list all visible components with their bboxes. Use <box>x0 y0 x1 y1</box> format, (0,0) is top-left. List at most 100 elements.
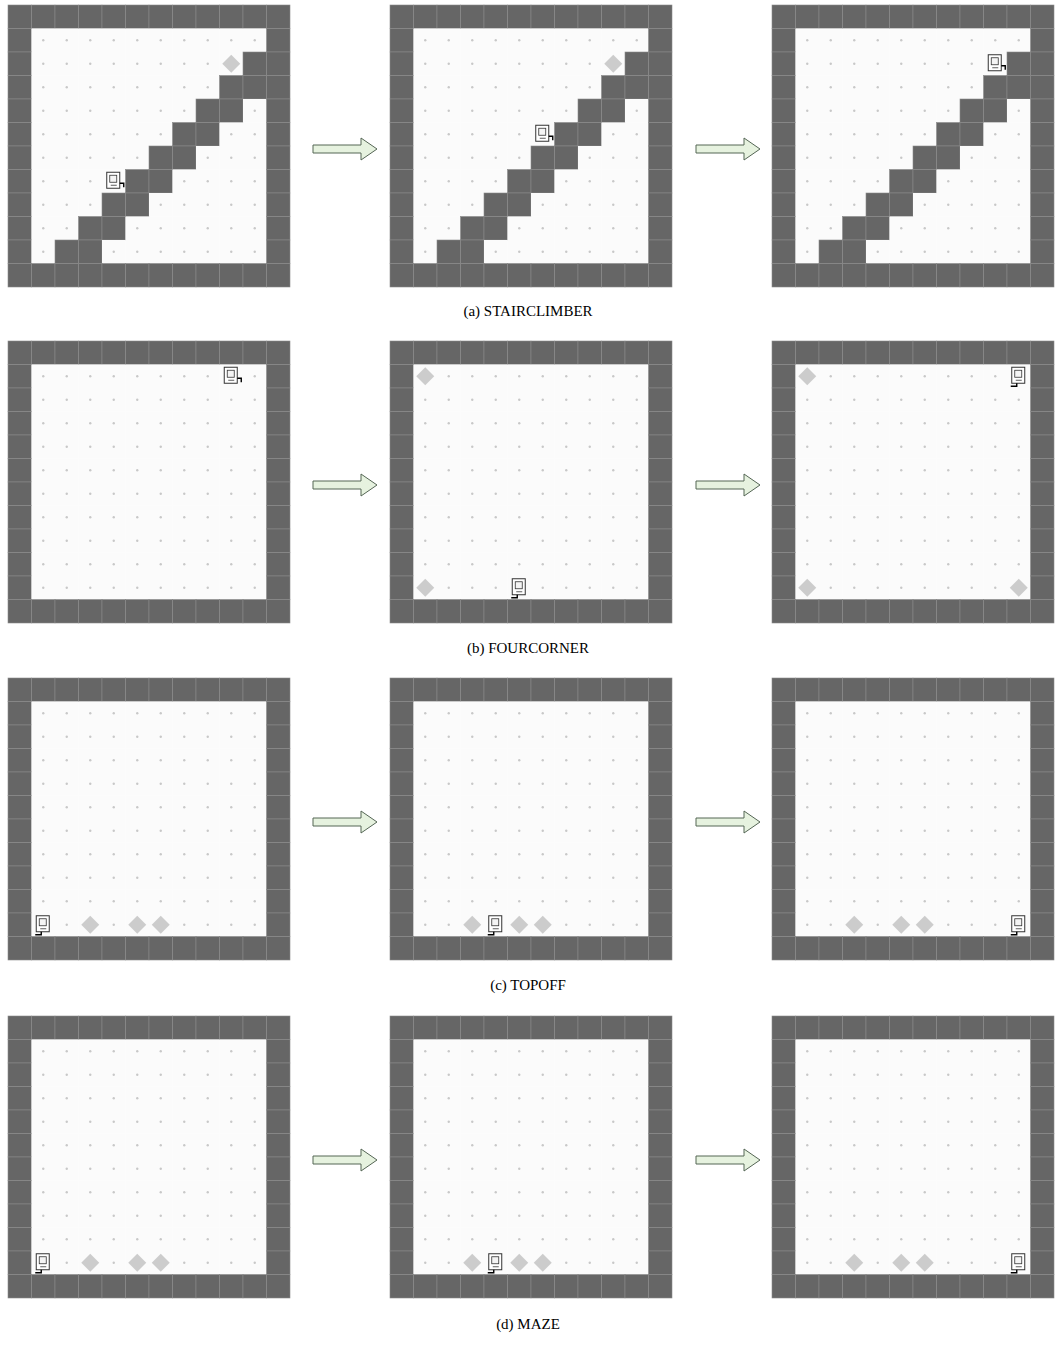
floor-cell <box>55 146 79 170</box>
grid-dot <box>994 375 996 377</box>
wall-cell <box>772 600 796 624</box>
floor-cell <box>149 913 173 937</box>
floor-cell <box>55 796 79 820</box>
floor-cell <box>531 435 555 459</box>
grid-dot <box>448 446 450 448</box>
grid-dot <box>160 251 162 253</box>
floor-cell <box>578 412 602 436</box>
floor-cell <box>625 749 649 773</box>
wall-cell <box>390 506 414 530</box>
grid-dot <box>207 783 209 785</box>
floor-cell <box>602 240 626 264</box>
transition-arrow <box>313 474 377 496</box>
wall-cell <box>531 600 555 624</box>
wall-cell <box>649 52 673 76</box>
karel-robot <box>488 916 502 935</box>
floor-cell <box>220 506 244 530</box>
grid-dot <box>900 563 902 565</box>
grid-dot <box>589 806 591 808</box>
floor-cell <box>437 99 461 123</box>
wall-cell <box>649 702 673 726</box>
floor-cell <box>555 749 579 773</box>
floor-cell <box>625 146 649 170</box>
grid-dot <box>89 783 91 785</box>
floor-cell <box>843 365 867 389</box>
grid-dot <box>89 853 91 855</box>
floor-cell <box>32 890 56 914</box>
wall-cell <box>578 123 602 147</box>
floor-cell <box>79 749 103 773</box>
floor-cell <box>866 725 890 749</box>
floor-cell <box>531 866 555 890</box>
floor-cell <box>220 749 244 773</box>
floor-cell <box>196 819 220 843</box>
wall-cell <box>8 99 32 123</box>
grid-dot <box>136 853 138 855</box>
floor-cell <box>173 576 197 600</box>
grid-dot <box>565 110 567 112</box>
grid-dot <box>207 712 209 714</box>
floor-cell <box>149 890 173 914</box>
floor-cell <box>437 52 461 76</box>
floor-cell <box>625 435 649 459</box>
floor-cell <box>555 702 579 726</box>
grid-dot <box>183 877 185 879</box>
floor-cell <box>243 819 267 843</box>
floor-cell <box>437 819 461 843</box>
floor-cell <box>79 576 103 600</box>
wall-cell <box>772 99 796 123</box>
wall-cell <box>890 341 914 365</box>
floor-cell <box>414 146 438 170</box>
wall-cell <box>1007 52 1031 76</box>
floor-cell <box>602 435 626 459</box>
floor-cell <box>196 913 220 937</box>
wall-cell <box>772 365 796 389</box>
wall-cell <box>220 937 244 961</box>
grid-dot <box>900 39 902 41</box>
floor-cell <box>126 890 150 914</box>
floor-cell <box>625 529 649 553</box>
floor-cell <box>960 217 984 241</box>
floor-cell <box>220 170 244 194</box>
wall-cell <box>461 217 485 241</box>
floor-cell <box>937 506 961 530</box>
grid-dot <box>448 759 450 761</box>
floor-cell <box>1007 193 1031 217</box>
wall-cell <box>866 193 890 217</box>
floor-cell <box>220 146 244 170</box>
floor-cell <box>243 170 267 194</box>
floor-cell <box>625 725 649 749</box>
floor-cell <box>79 388 103 412</box>
grid-dot <box>612 736 614 738</box>
wall-cell <box>625 5 649 29</box>
floor-cell <box>555 193 579 217</box>
floor-cell <box>461 482 485 506</box>
karel-grid <box>8 341 290 623</box>
grid-dot <box>994 587 996 589</box>
grid-dot <box>612 204 614 206</box>
wall-cell <box>649 553 673 577</box>
grid-dot <box>1018 133 1020 135</box>
wall-cell <box>772 240 796 264</box>
wall-cell <box>578 937 602 961</box>
wall-cell <box>1031 52 1055 76</box>
grid-dot <box>565 587 567 589</box>
floor-cell <box>461 866 485 890</box>
grid-dot <box>471 86 473 88</box>
floor-cell <box>126 913 150 937</box>
floor-cell <box>173 365 197 389</box>
wall-cell <box>79 5 103 29</box>
floor-cell <box>796 576 820 600</box>
grid-dot <box>830 422 832 424</box>
grid-dot <box>42 469 44 471</box>
floor-cell <box>79 365 103 389</box>
wall-cell <box>390 529 414 553</box>
karel-grid <box>390 341 672 623</box>
grid-dot <box>924 516 926 518</box>
wall-cell <box>1031 600 1055 624</box>
floor-cell <box>578 553 602 577</box>
grid-dot <box>424 759 426 761</box>
grid-dot <box>853 712 855 714</box>
grid-dot <box>113 446 115 448</box>
grid-dot <box>542 251 544 253</box>
